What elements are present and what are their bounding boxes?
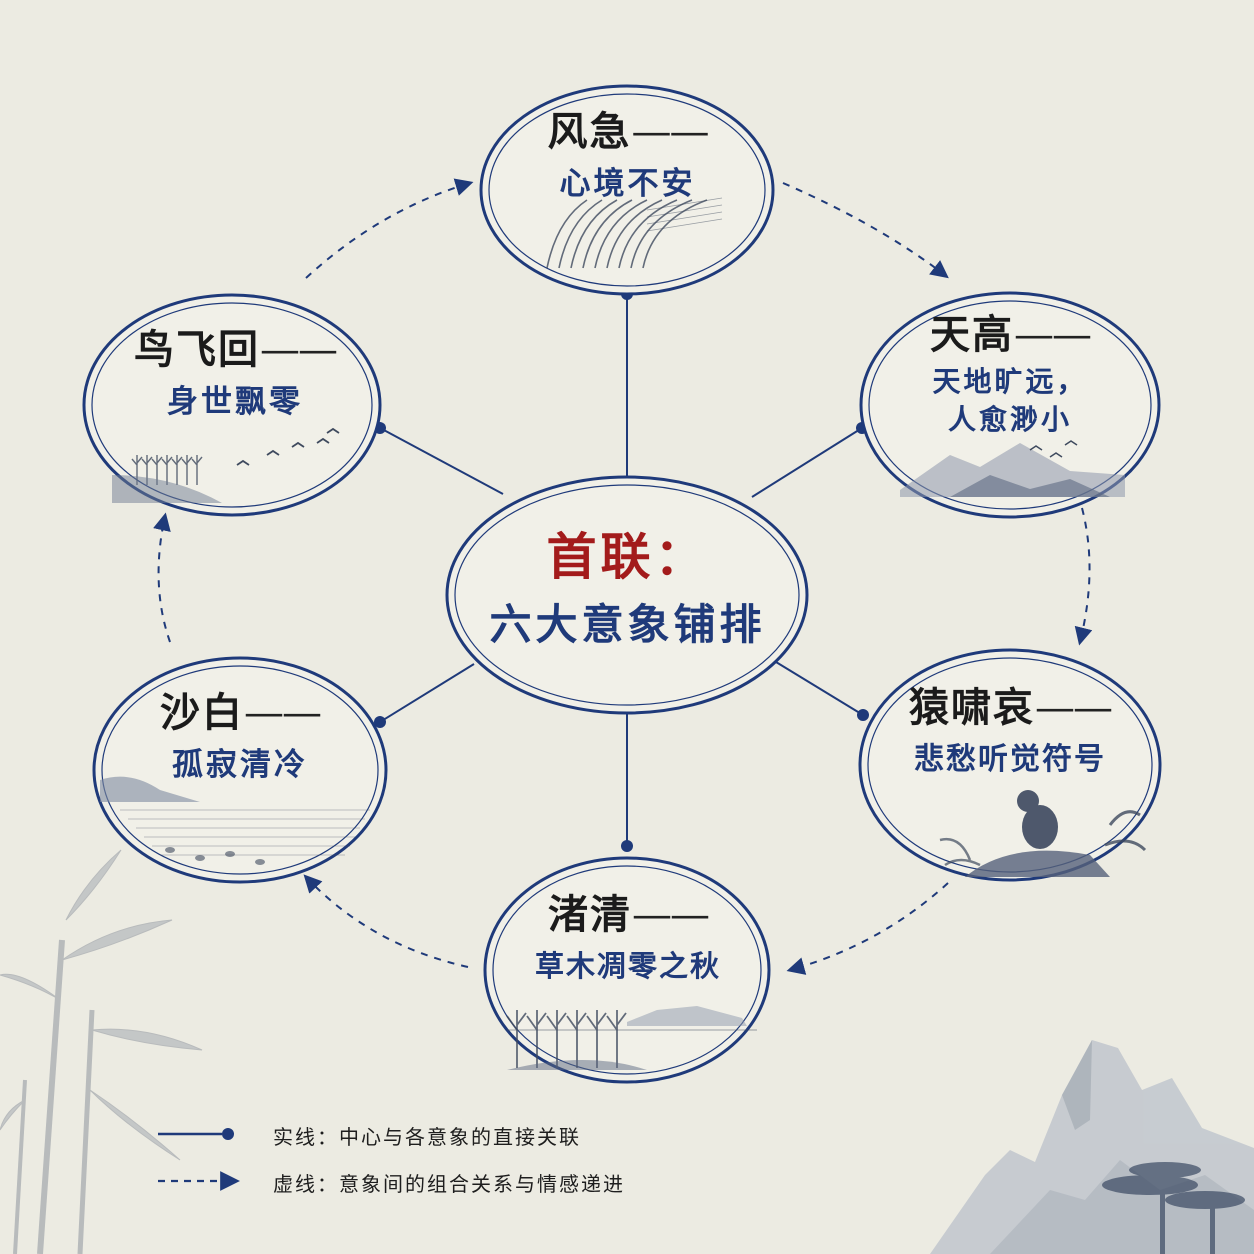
- dashed-arrow-4: [303, 874, 469, 968]
- legend-solid: 实线：中心与各意象的直接关联: [245, 1121, 581, 1150]
- node-shapes: [82, 84, 1162, 1084]
- dashed-arrow-6: [305, 178, 474, 279]
- dashed-arrow-3: [786, 882, 949, 975]
- solid-link-fengji: [621, 288, 633, 477]
- center-ellipse: [445, 475, 809, 715]
- dashed-arrow-1: [782, 182, 949, 279]
- legend-dashed: 虚线：意象间的组合关系与情感递进: [245, 1168, 625, 1197]
- dashed-arrow-5: [153, 512, 171, 643]
- node-ellipse-shabai: [92, 656, 388, 884]
- node-ellipse-yuanxiao: [858, 648, 1162, 882]
- node-ellipse-tiangao: [859, 291, 1161, 519]
- birds-over-shore-illustration: [112, 427, 340, 503]
- solid-link-yuanxiao: [775, 661, 869, 721]
- node-ellipse-fengji: [479, 84, 775, 296]
- dashed-links: [153, 178, 1093, 975]
- empty-beach-illustration: [100, 776, 370, 865]
- solid-link-niaofeihui: [374, 422, 504, 495]
- solid-link-zhuqing: [621, 713, 633, 852]
- monkey-on-rock-illustration: [939, 790, 1147, 877]
- node-ellipse-zhuqing: [483, 856, 771, 1084]
- solid-link-tiangao: [751, 422, 868, 498]
- dashed-arrow-2: [1074, 507, 1093, 646]
- solid-link-shabai: [374, 663, 475, 728]
- background-mountains: [930, 1040, 1254, 1254]
- distant-mountains-illustration: [900, 440, 1125, 497]
- legend-solid-text: 实线：中心与各意象的直接关联: [273, 1125, 581, 1149]
- background-bamboo: [0, 849, 203, 1254]
- legend-dashed-text: 虚线：意象间的组合关系与情感递进: [273, 1172, 625, 1196]
- background-pines: [1102, 1162, 1245, 1254]
- node-ellipse-niaofeihui: [82, 293, 382, 517]
- legend-solid-line: [158, 1128, 234, 1140]
- bare-trees-shore-illustration: [506, 1006, 757, 1070]
- reeds-in-wind-illustration: [546, 197, 723, 269]
